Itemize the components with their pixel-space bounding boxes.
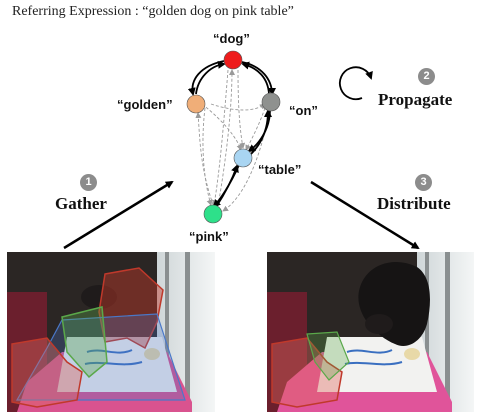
table-mask <box>15 313 186 401</box>
step-badge-gather: 1 <box>80 174 97 191</box>
step-badge-distribute: 3 <box>415 174 432 191</box>
pink-mask <box>61 306 108 379</box>
referring-expression-caption: Referring Expression : “golden dog on pi… <box>12 4 294 19</box>
step-title-distribute: Distribute <box>377 194 451 213</box>
distribute-photo <box>267 252 474 412</box>
pink-region-mask <box>306 331 350 381</box>
node-table <box>233 148 253 168</box>
gather-photo-scene <box>7 252 215 412</box>
node-golden <box>186 94 206 114</box>
node-label-golden: “golden” <box>117 97 173 112</box>
node-label-pink: “pink” <box>189 229 229 244</box>
golden-mask <box>11 337 83 408</box>
distribute-arrow <box>310 180 420 250</box>
distribute-photo-scene <box>267 252 474 412</box>
propagate-cycle-icon <box>339 66 373 101</box>
solid-edges <box>187 60 276 208</box>
step-badge-propagate: 2 <box>418 68 435 85</box>
node-label-table: “table” <box>258 162 302 177</box>
gather-arrow <box>63 180 174 250</box>
node-dog <box>223 50 243 70</box>
node-pink <box>203 204 223 224</box>
golden-dog-mask <box>271 337 343 408</box>
gather-photo <box>7 252 215 412</box>
step-title-gather: Gather <box>55 194 107 213</box>
dog-mask <box>98 267 164 350</box>
step-title-propagate: Propagate <box>378 90 453 109</box>
dashed-edges <box>195 69 271 212</box>
node-label-on: “on” <box>289 103 318 118</box>
node-on <box>261 92 281 112</box>
node-label-dog: “dog” <box>213 31 250 46</box>
